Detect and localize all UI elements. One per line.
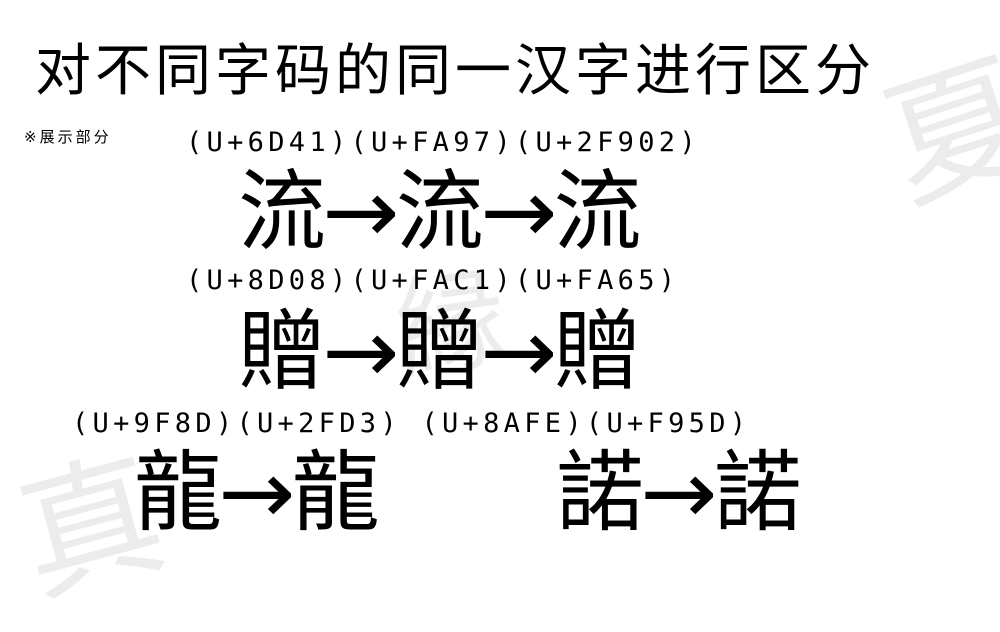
variant-char: 贈 bbox=[395, 300, 484, 403]
variant-chain-row-3-dragon: 龍 → 龍 bbox=[134, 445, 380, 541]
variant-chain-row-1: 流 → 流 → 流 bbox=[238, 164, 642, 260]
codepoint-labels-row-1: (U+6D41)(U+FA97)(U+2F902) bbox=[186, 127, 700, 158]
variant-char: 贈 bbox=[553, 300, 642, 403]
codepoint-labels-row-3: (U+9F8D)(U+2FD3) (U+8AFE)(U+F95D) bbox=[72, 408, 751, 439]
variant-char: 龍 bbox=[134, 441, 223, 544]
variant-char: 流 bbox=[395, 160, 484, 263]
arrow-right-icon: → bbox=[479, 300, 558, 403]
variant-chain-row-2: 贈 → 贈 → 贈 bbox=[238, 304, 642, 400]
arrow-right-icon: → bbox=[479, 160, 558, 263]
variant-char: 諾 bbox=[713, 441, 802, 544]
arrow-right-icon: → bbox=[218, 441, 296, 544]
variant-chain-row-3-promise: 諾 → 諾 bbox=[556, 445, 802, 541]
variant-char: 龍 bbox=[291, 441, 380, 544]
page-title: 对不同字码的同一汉字进行区分 bbox=[35, 39, 875, 104]
watermark-glyph: 夏 bbox=[867, 33, 1000, 233]
variant-char: 流 bbox=[553, 160, 642, 263]
arrow-right-icon: → bbox=[322, 300, 400, 403]
partial-display-note: ※展示部分 bbox=[24, 128, 112, 146]
variant-char: 贈 bbox=[238, 300, 327, 403]
variant-char: 諾 bbox=[556, 441, 645, 544]
codepoint-labels-row-2: (U+8D08)(U+FAC1)(U+FA65) bbox=[186, 265, 680, 296]
variant-char: 流 bbox=[238, 160, 327, 263]
arrow-right-icon: → bbox=[640, 441, 718, 544]
arrow-right-icon: → bbox=[322, 160, 400, 263]
